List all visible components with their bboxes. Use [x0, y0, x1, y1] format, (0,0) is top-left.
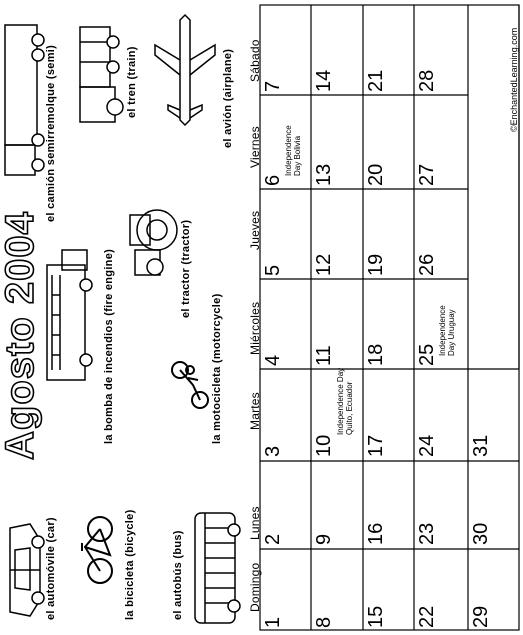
- day-number: 2: [262, 533, 284, 545]
- caption-tractor: el tractor (tractor): [180, 219, 192, 318]
- day-number: 16: [365, 522, 387, 545]
- caption-train: el tren (train): [126, 46, 138, 118]
- day-number: 17: [365, 434, 387, 457]
- day-number: 10: [313, 434, 335, 457]
- fire-engine-icon: [46, 249, 93, 381]
- day-number: 8: [313, 616, 335, 628]
- day-number: 11: [313, 345, 335, 366]
- day-number: 4: [262, 354, 284, 366]
- airplane-icon: [154, 13, 216, 127]
- day-number: 14: [313, 69, 335, 92]
- day-number: 7: [262, 80, 284, 92]
- day-number: 27: [416, 163, 438, 186]
- day-number: 21: [365, 69, 387, 92]
- caption-airplane: el avión (airplane): [222, 48, 234, 148]
- day-header-friday: Viernes: [248, 126, 262, 168]
- page-title: Agosto 2004: [0, 210, 43, 460]
- day-number: 13: [313, 163, 335, 186]
- caption-bus: el autobús (bus): [172, 530, 184, 620]
- day-number: 18: [365, 343, 387, 366]
- day-header-saturday: Sábado: [248, 39, 262, 82]
- day-number: 31: [470, 434, 492, 457]
- day-number: 9: [313, 533, 335, 545]
- day-number: 24: [416, 434, 438, 457]
- day-number: 5: [262, 264, 284, 276]
- semi-truck-icon: [4, 24, 45, 176]
- tractor-icon: [129, 209, 178, 276]
- day-number: 29: [470, 605, 492, 628]
- motorcycle-icon: [171, 361, 209, 409]
- day-number: 22: [416, 605, 438, 628]
- day-number: 25: [416, 343, 438, 366]
- day-header-monday: Lunes: [248, 506, 262, 540]
- caption-fire-engine: la bomba de incendios (fire engine): [103, 248, 115, 444]
- day-number: 19: [365, 253, 387, 276]
- day-number: 20: [365, 163, 387, 186]
- day-header-sunday: Domingo: [248, 562, 262, 612]
- day-number: 26: [416, 253, 438, 276]
- day-number: 6: [262, 174, 284, 186]
- day-header-wednesday: Miércoles: [248, 301, 262, 355]
- bicycle-icon: [81, 516, 113, 584]
- day-header-thursday: Jueves: [248, 210, 262, 250]
- day-number: 30: [470, 522, 492, 545]
- bus-icon: [194, 512, 241, 624]
- car-icon: [9, 523, 45, 617]
- day-number: 1: [262, 616, 284, 628]
- day-number: 28: [416, 69, 438, 92]
- credit-text: ©EnchantedLearning.com: [509, 27, 519, 132]
- day-number: 23: [416, 522, 438, 545]
- train-icon: [79, 26, 124, 123]
- day-number: 15: [365, 605, 387, 628]
- day-number: 3: [262, 445, 284, 457]
- day-header-tuesday: Martes: [248, 392, 262, 430]
- day-number: 12: [313, 253, 335, 276]
